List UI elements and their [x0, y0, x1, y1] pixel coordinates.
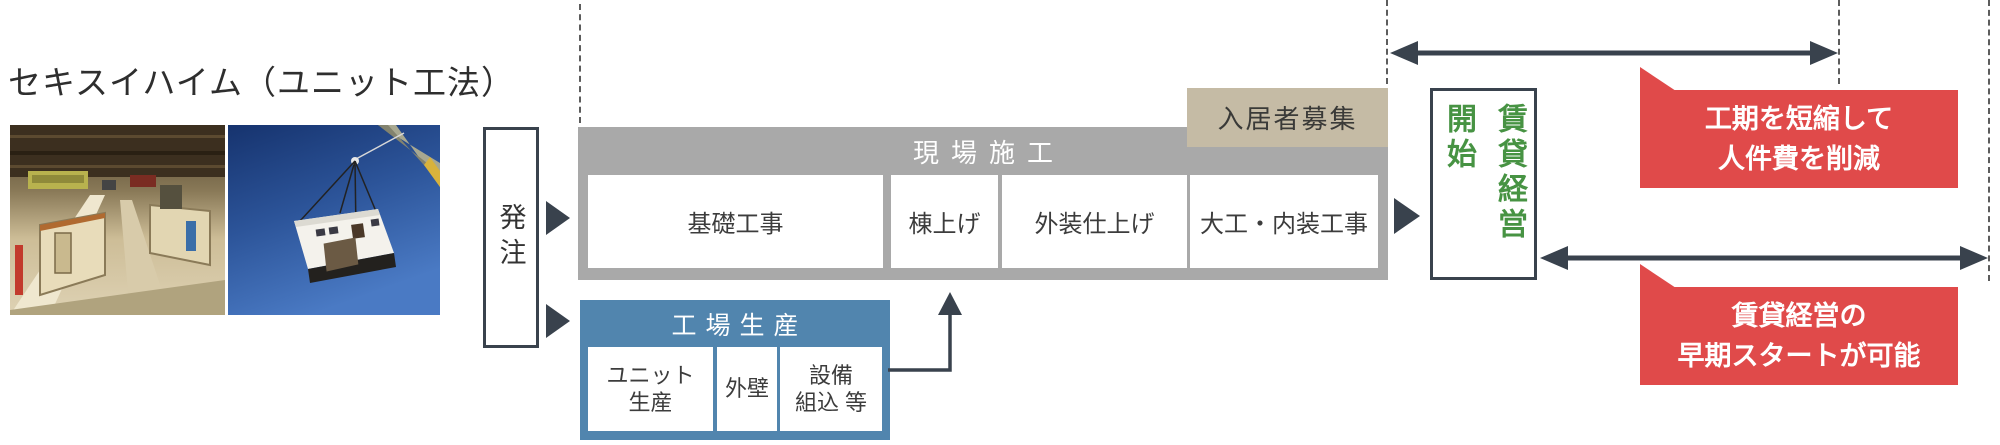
- step-foundation-work: 基礎工事: [588, 175, 883, 268]
- arrow-right-icon: [546, 201, 570, 235]
- rental-period-arrow: [1540, 246, 1988, 270]
- callout-tail: [1640, 67, 1676, 91]
- arrow-right-icon: [546, 304, 570, 338]
- crane-photo-art: [228, 125, 440, 315]
- rental-start-sub-label: 開始: [1442, 103, 1475, 173]
- step-exterior-wall: 外壁: [717, 347, 777, 431]
- construction-period-arrow: [1390, 41, 1838, 65]
- page-title: セキスイハイム（ユニット工法）: [8, 64, 516, 101]
- step-exterior-finishing: 外装仕上げ: [1002, 175, 1187, 268]
- rental-start-main-label: 賃貸経営: [1493, 103, 1526, 243]
- factory-production-title: 工場生産: [671, 311, 808, 340]
- factory-photo-art: [10, 125, 225, 315]
- callout-shorter-period: 工期を短縮して 人件費を削減: [1640, 90, 1958, 188]
- step-carpentry-interior: 大工・内装工事: [1190, 175, 1378, 268]
- dashed-line-right-edge: [1988, 0, 1990, 281]
- site-construction-title: 現場施工: [912, 137, 1065, 168]
- crane-photo: [228, 125, 440, 315]
- dashed-line-period-end: [1838, 0, 1840, 84]
- step-unit-production: ユニット 生産: [588, 347, 713, 431]
- arrow-right-icon: [1394, 198, 1420, 234]
- tenant-recruitment-tag: 入居者募集: [1187, 88, 1388, 147]
- factory-production-box: 工場生産 ユニット 生産 外壁 設備 組込 等: [580, 300, 890, 440]
- step-framework-raising: 棟上げ: [891, 175, 998, 268]
- rental-start-box: 開始 賃貸経営: [1430, 88, 1537, 280]
- dashed-line-site-end: [1386, 0, 1388, 84]
- dashed-line-site-start: [579, 4, 581, 123]
- order-label: 発注: [495, 202, 526, 273]
- order-box: 発注: [483, 127, 539, 348]
- factory-photo: [10, 125, 225, 315]
- step-equipment-install: 設備 組込 等: [780, 347, 882, 431]
- factory-to-site-connector: [888, 292, 962, 372]
- callout-early-start: 賃貸経営の 早期スタートが可能: [1640, 287, 1958, 385]
- site-construction-bar: 現場施工 基礎工事 棟上げ 外装仕上げ 大工・内装工事: [578, 127, 1388, 280]
